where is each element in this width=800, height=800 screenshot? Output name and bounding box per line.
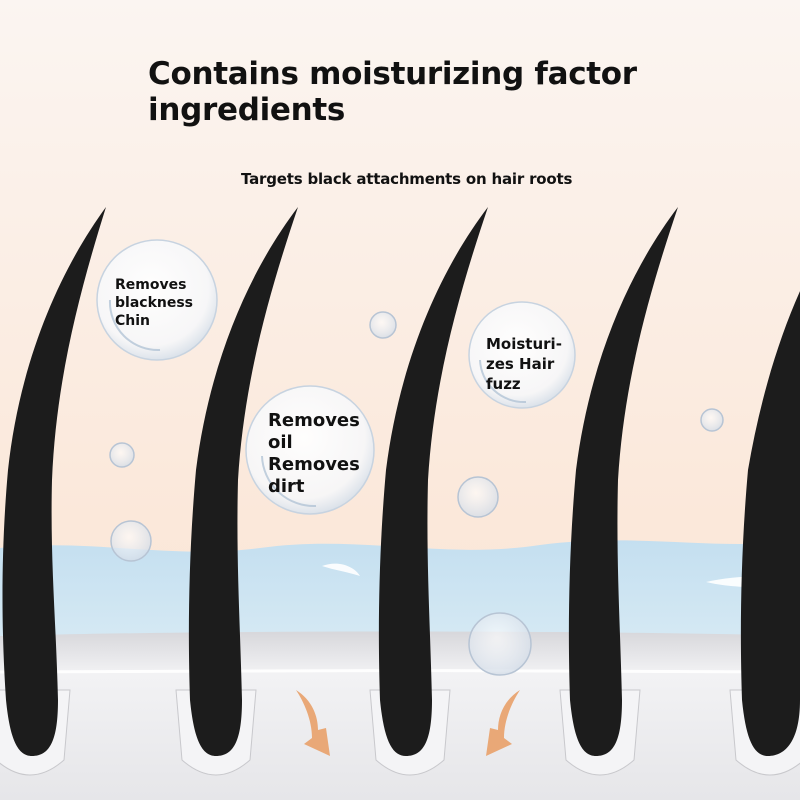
bubble-label-line: oil xyxy=(268,432,293,453)
bubble-label-moisturizes: Moisturi- zes Hair fuzz xyxy=(486,334,562,394)
down-arrow-icon xyxy=(296,690,330,756)
bubble-label-line: Removes xyxy=(268,454,360,475)
bubble-label-line: Removes xyxy=(268,410,360,431)
hair-strand-icon xyxy=(378,207,488,756)
title-line: ingredients xyxy=(148,92,346,128)
subtitle: Targets black attachments on hair roots xyxy=(241,170,573,188)
hair-strand-icon xyxy=(188,207,298,756)
page-title: Contains moisturizing factor ingredients xyxy=(148,56,637,128)
bubble-label-line: blackness xyxy=(115,295,194,311)
down-arrow-icon xyxy=(486,690,520,756)
water-bubble-icon xyxy=(468,301,576,409)
bubble-label-line: Chin xyxy=(115,313,151,329)
water-bubble-icon xyxy=(96,239,218,361)
water-bubble-icon xyxy=(468,612,532,676)
water-bubble-icon xyxy=(245,385,375,515)
hair-strand-icon xyxy=(740,291,800,756)
bubble-shine xyxy=(108,299,161,352)
bubble-label-oil-dirt: Removes oil Removes dirt xyxy=(268,410,360,498)
water-highlight xyxy=(322,563,360,576)
small-bubbles xyxy=(109,311,724,676)
bubble-label-line: Removes xyxy=(115,277,187,293)
bubble-label-blackness: Removes blackness Chin xyxy=(115,276,193,330)
bubble-label-line: fuzz xyxy=(486,375,521,393)
water-bubble-icon xyxy=(457,476,499,518)
bubble-shine xyxy=(479,359,527,404)
bubble-label-line: zes Hair xyxy=(486,355,555,373)
bubble-label-line: Moisturi- xyxy=(486,335,562,353)
title-line: Contains moisturizing factor xyxy=(148,56,637,92)
bubble-shine xyxy=(261,455,317,508)
hair-strand-icon xyxy=(2,207,106,756)
hair-strand-icon xyxy=(568,207,678,756)
hair-strands xyxy=(2,207,800,756)
water-bubble-icon xyxy=(369,311,397,339)
bubble-label-line: dirt xyxy=(268,476,305,497)
water-bubble-icon xyxy=(109,442,135,468)
water-bubble-icon xyxy=(700,408,724,432)
water-bubble-icon xyxy=(110,520,152,562)
